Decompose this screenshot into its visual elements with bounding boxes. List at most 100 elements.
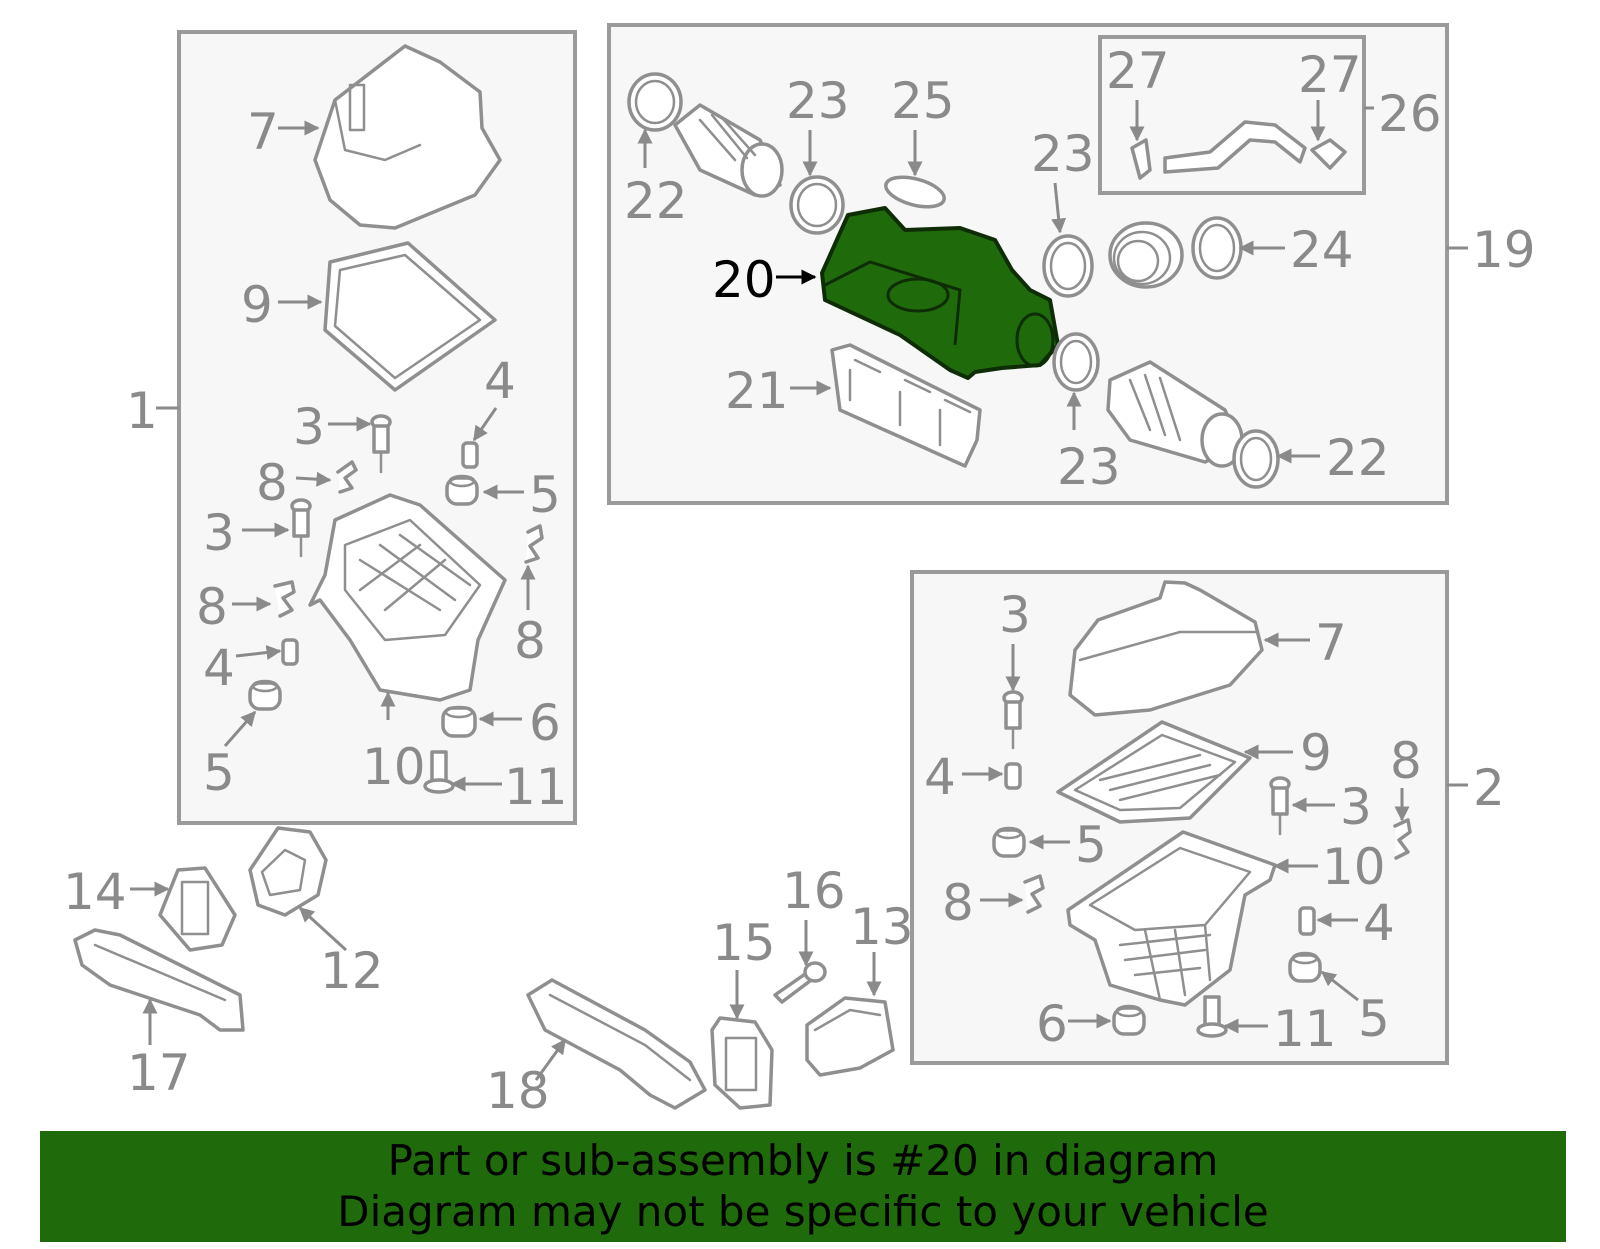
callout-3-group2-upper: 3 [999,586,1031,644]
callout-17: 17 [127,1044,191,1102]
callout-4-group1-lower: 4 [203,639,235,697]
callout-27-left: 27 [1106,42,1170,100]
callout-8-group1-upper: 8 [256,454,288,512]
callout-6-group2: 6 [1036,995,1068,1053]
intake-hose-part-22-upper [673,103,784,198]
callout-11-group2: 11 [1273,1000,1337,1058]
pin-part-4a [461,441,479,469]
info-banner-line-1: Part or sub-assembly is #20 in diagram [387,1136,1219,1185]
callout-21: 21 [725,362,789,420]
air-cleaner-housing-part-10 [308,493,507,702]
callout-9-group2: 9 [1300,724,1332,782]
callout-2: 2 [1473,759,1505,817]
callout-8-group2-right: 8 [1390,732,1422,790]
bushing-part-5a [445,474,479,506]
bushing-part-5b [248,679,282,711]
callout-10-group1: 10 [362,738,426,796]
clamp-part-27b [1310,138,1347,170]
clip-part-8c [524,524,544,564]
clip-part-8a [336,460,358,494]
pin-part-4c [1004,762,1022,790]
callout-9-group1: 9 [241,276,273,334]
callout-16: 16 [782,862,846,920]
intake-hose-part-22-lower [1106,360,1244,468]
pin-part-4d [1298,906,1316,936]
callout-20: 20 [712,251,776,309]
hose-part-26 [1163,120,1307,174]
callout-18: 18 [486,1062,550,1120]
callout-3-group2-lower: 3 [1340,778,1372,836]
info-banner-line-2: Diagram may not be specific to your vehi… [337,1187,1269,1236]
coupler-part-24 [1108,221,1184,289]
callout-3-group1-lower: 3 [203,504,235,562]
clamp-part-24-ring [1191,216,1243,280]
callout-4-group2-lower: 4 [1363,894,1395,952]
callout-4-group2-upper: 4 [924,748,956,806]
clamp-part-22a [627,72,683,132]
callout-15: 15 [712,914,776,972]
bushing-part-5c [992,826,1026,858]
callout-14: 14 [63,863,127,921]
clamp-part-27a [1130,138,1152,180]
callout-4-group1-upper: 4 [484,352,516,410]
bolt-part-16 [773,961,827,1004]
callout-5-group2-upper: 5 [1075,816,1107,874]
clip-part-8d [1023,874,1045,914]
grommet-part-3a [370,414,392,474]
callout-7-group1: 7 [247,103,279,161]
air-cleaner-housing-part-10b [1066,830,1277,1007]
clamp-part-23b [1042,234,1094,298]
seal-part-25 [884,175,946,209]
bushing-part-5d [1288,951,1322,983]
bushing-part-6b [1112,1004,1146,1036]
duct-part-17 [73,928,245,1032]
callout-7-group2: 7 [1315,614,1347,672]
callout-8-group1-left: 8 [196,578,228,636]
callout-5-group2-lower: 5 [1358,990,1390,1048]
seal-part-14 [158,866,237,952]
callout-27-right: 27 [1298,46,1362,104]
callout-11-group1: 11 [504,758,568,816]
pin-part-4b [281,638,299,666]
bushing-part-6a [441,705,477,738]
callout-5-group1-lower: 5 [203,744,235,802]
duct-part-13 [805,996,895,1077]
air-filter-part-9b [1056,720,1252,824]
callout-12: 12 [320,942,384,1000]
callout-3-group1-upper: 3 [293,398,325,456]
grommet-part-3c [1002,690,1024,750]
throttle-body-tube-part-20 [820,206,1060,380]
info-banner: Part or sub-assembly is #20 in diagram D… [40,1131,1566,1242]
duct-part-12 [248,826,328,917]
clamp-part-23a [789,175,845,235]
callout-23-upper-left: 23 [786,72,850,130]
clip-part-8b [273,580,296,618]
callout-26: 26 [1378,85,1442,143]
callout-19: 19 [1472,221,1536,279]
leader-lines [130,100,1468,1081]
callout-23-lower: 23 [1057,438,1121,496]
air-cleaner-cover-part-7 [313,44,502,230]
resonator-part-21 [830,343,982,468]
callout-5-group1-upper: 5 [529,466,561,524]
seal-part-15 [710,1016,774,1110]
callout-8-group1-right: 8 [514,612,546,670]
grommet-part-3b [290,498,312,558]
clamp-part-23c [1052,332,1100,392]
callout-23-upper-right: 23 [1031,125,1095,183]
callout-24: 24 [1290,221,1354,279]
callout-1: 1 [126,382,158,440]
grommet-part-3d [1269,776,1291,836]
air-cleaner-cover-part-7b [1068,580,1264,717]
callout-22-upper: 22 [624,172,688,230]
clamp-part-22b [1232,429,1280,489]
callout-8-group2-left: 8 [942,874,974,932]
callout-10-group2: 10 [1322,838,1386,896]
callout-13: 13 [850,898,914,956]
callout-22-lower: 22 [1326,429,1390,487]
callout-25: 25 [891,72,955,130]
duct-part-18 [526,978,707,1110]
callout-6-group1: 6 [529,694,561,752]
air-filter-part-9 [323,241,497,392]
